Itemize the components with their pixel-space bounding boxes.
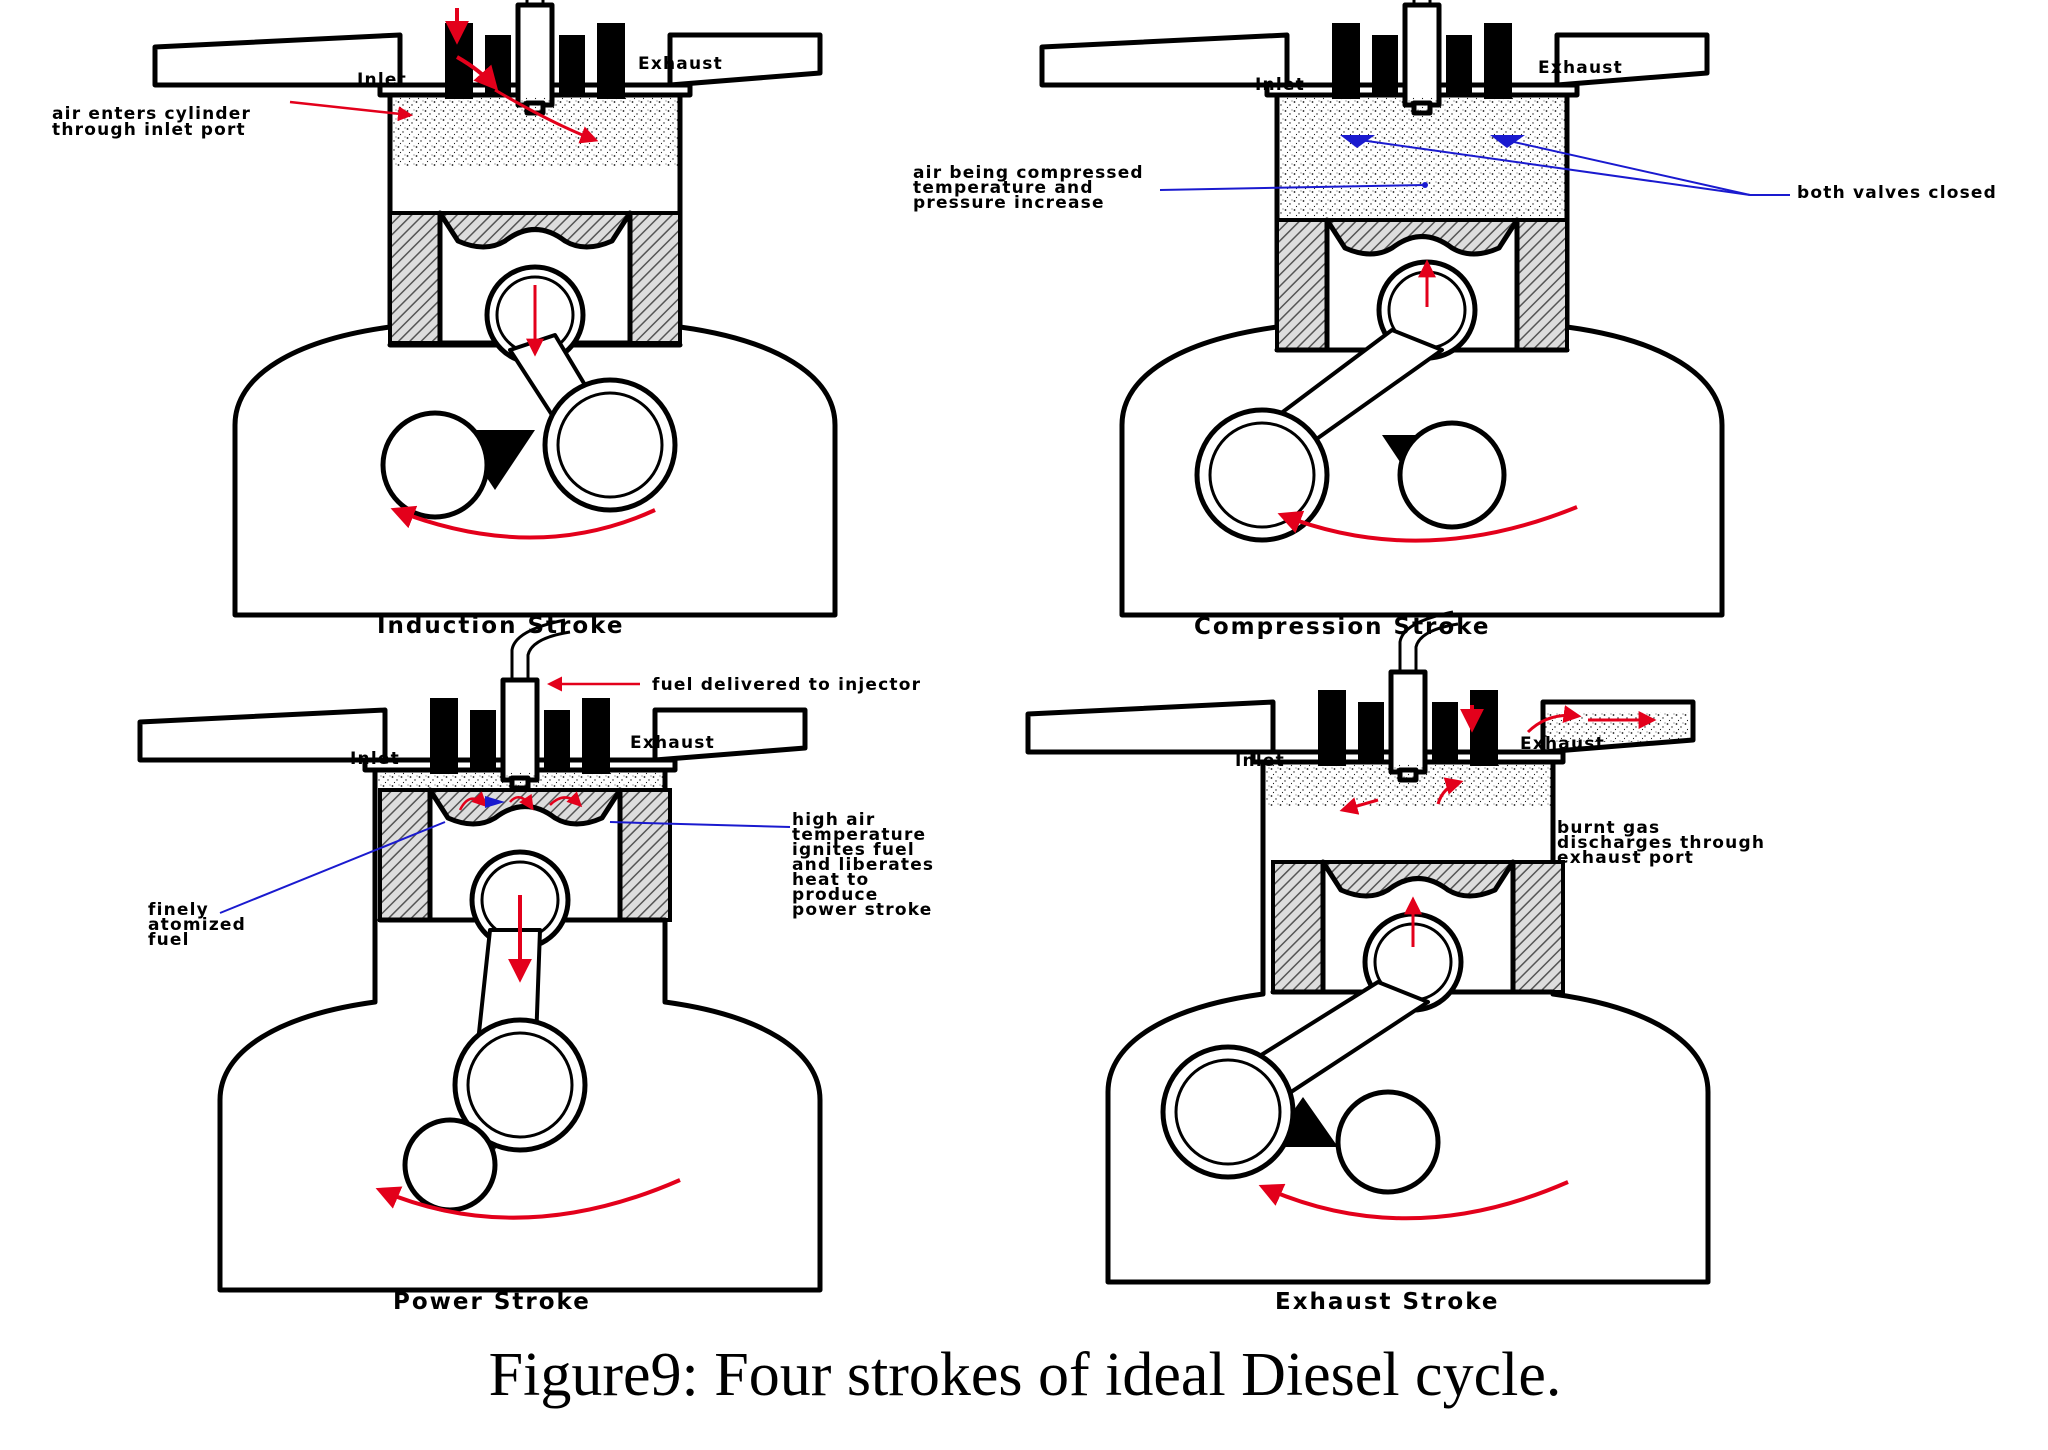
compression-note-line3: pressure increase [913, 193, 1105, 213]
panel-exhaust: Inlet Exhaust burnt gas discharges throu… [1028, 612, 1765, 1315]
power-fuel-delivered-label: fuel delivered to injector [652, 675, 921, 695]
power-finely-line3: fuel [148, 930, 190, 950]
compression-inlet-label: Inlet [1255, 75, 1305, 95]
power-high-line4: and liberates [792, 855, 934, 875]
power-title: Power Stroke [393, 1289, 591, 1315]
induction-inlet-label: Inlet [357, 70, 407, 90]
exhaust-title: Exhaust Stroke [1275, 1289, 1500, 1315]
exhaust-inlet-label: Inlet [1235, 751, 1285, 771]
exhaust-exhaust-label: Exhaust [1520, 734, 1605, 754]
power-high-line6: produce [792, 885, 879, 905]
power-high-line7: power stroke [792, 900, 932, 920]
panel-compression: Inlet Exhaust air being compressed tempe… [913, 0, 1997, 640]
compression-valves-label: both valves closed [1797, 183, 1997, 203]
power-high-line3: ignites fuel [792, 840, 915, 860]
induction-note-line1: air enters cylinder [52, 104, 251, 124]
exhaust-note-line3: exhaust port [1557, 848, 1694, 868]
power-inlet-label: Inlet [350, 749, 400, 769]
power-high-line1: high air [792, 810, 875, 830]
power-finely-line1: finely [148, 900, 209, 920]
induction-title: Induction Stroke [377, 613, 624, 639]
induction-exhaust-label: Exhaust [638, 54, 723, 74]
panel-power: fuel delivered to injector Inlet Exhaust… [140, 620, 934, 1315]
exhaust-note-line2: discharges through [1557, 833, 1765, 853]
induction-note-line2: through inlet port [52, 120, 246, 140]
power-high-line5: heat to [792, 870, 869, 890]
compression-note-line2: temperature and [913, 178, 1094, 198]
power-high-line2: temperature [792, 825, 926, 845]
panel-induction: Inlet Exhaust air enters cylinder throug… [52, 0, 835, 639]
compression-exhaust-label: Exhaust [1538, 58, 1623, 78]
power-exhaust-label: Exhaust [630, 733, 715, 753]
exhaust-note-line1: burnt gas [1557, 818, 1660, 838]
power-finely-line2: atomized [148, 915, 246, 935]
compression-note-line1: air being compressed [913, 163, 1144, 183]
figure-caption: Figure9: Four strokes of ideal Diesel cy… [489, 1341, 1562, 1409]
